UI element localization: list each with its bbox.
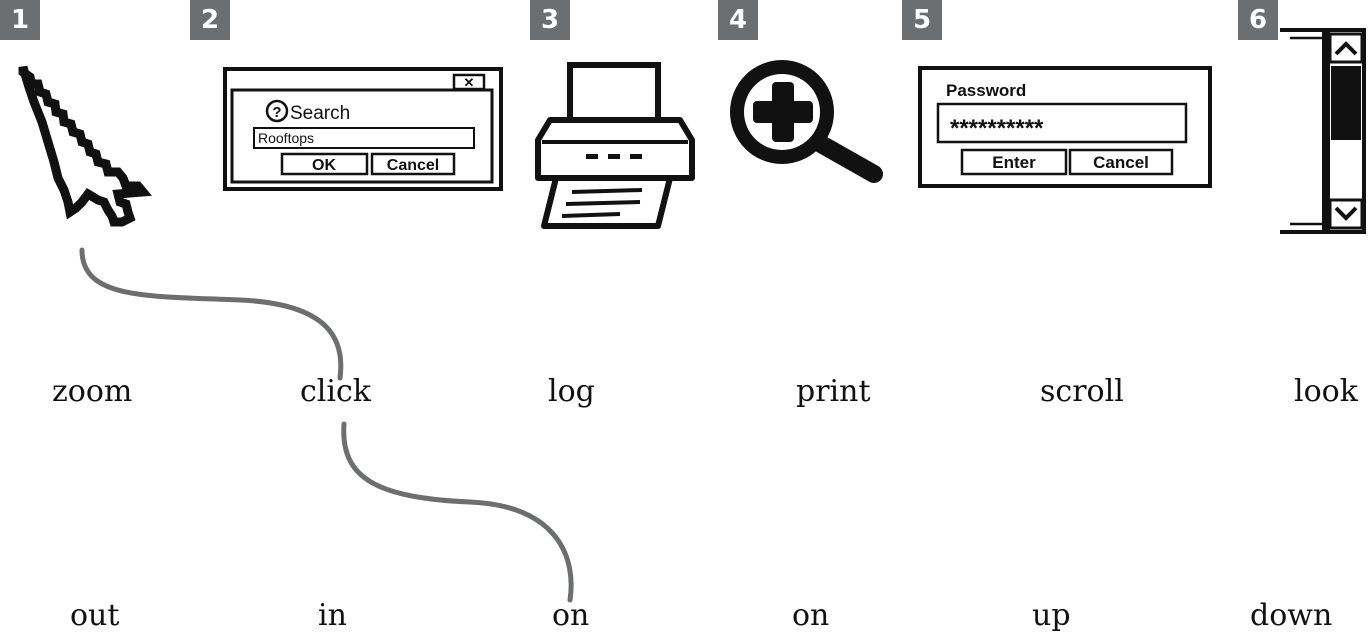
- badge-2: 2: [190, 0, 230, 40]
- word-zoom: zoom: [52, 374, 133, 409]
- search-cancel-button[interactable]: [370, 152, 456, 176]
- password-cancel-button[interactable]: [1068, 148, 1174, 176]
- badge-3: 3: [530, 0, 570, 40]
- zoom-in-icon: [730, 60, 883, 183]
- scroll-up-button[interactable]: [1328, 32, 1364, 64]
- password-cancel-label: Cancel: [1093, 153, 1149, 172]
- word-print: print: [796, 374, 871, 409]
- chevron-up-icon: [1334, 41, 1358, 56]
- word-look: look: [1294, 374, 1358, 409]
- search-input[interactable]: [253, 127, 475, 149]
- close-button[interactable]: [452, 73, 486, 91]
- scrollbar-icon: [1280, 28, 1366, 234]
- word-on-2: on: [792, 598, 830, 633]
- word-up: up: [1032, 598, 1071, 633]
- search-title: Search: [290, 103, 350, 124]
- search-cancel-label: Cancel: [387, 157, 439, 174]
- word-down: down: [1250, 598, 1333, 633]
- connector-line-2: [341, 421, 574, 603]
- badge-6: 6: [1238, 0, 1278, 40]
- ok-button-label: OK: [312, 157, 336, 174]
- help-symbol: ?: [272, 104, 281, 121]
- badge-5: 5: [902, 0, 942, 40]
- scroll-down-button[interactable]: [1328, 198, 1364, 230]
- password-dialog: Password ********** Enter Cancel: [918, 66, 1212, 188]
- search-dialog: ✕ ? Search Rooftops OK Cancel: [223, 67, 503, 191]
- connector-line-1: [79, 247, 344, 381]
- printer-icon: [535, 62, 695, 229]
- word-in: in: [318, 598, 347, 633]
- word-log: log: [548, 374, 595, 409]
- word-out: out: [70, 598, 120, 633]
- password-title: Password: [946, 81, 1026, 100]
- chevron-down-icon: [1334, 206, 1358, 221]
- word-click: click: [300, 374, 371, 409]
- scroll-thumb[interactable]: [1331, 66, 1361, 140]
- word-on-1: on: [552, 598, 590, 633]
- enter-button-label: Enter: [992, 153, 1036, 172]
- mouse-pointer-icon: [18, 65, 153, 227]
- ok-button[interactable]: [280, 152, 369, 176]
- badge-4: 4: [718, 0, 758, 40]
- close-icon: ✕: [464, 75, 475, 90]
- word-scroll: scroll: [1040, 374, 1124, 409]
- enter-button[interactable]: [960, 148, 1068, 176]
- help-icon: [265, 99, 289, 123]
- search-input-value: Rooftops: [258, 130, 314, 146]
- badge-1: 1: [0, 0, 40, 40]
- password-input-value: **********: [950, 115, 1044, 142]
- password-input[interactable]: [936, 102, 1188, 144]
